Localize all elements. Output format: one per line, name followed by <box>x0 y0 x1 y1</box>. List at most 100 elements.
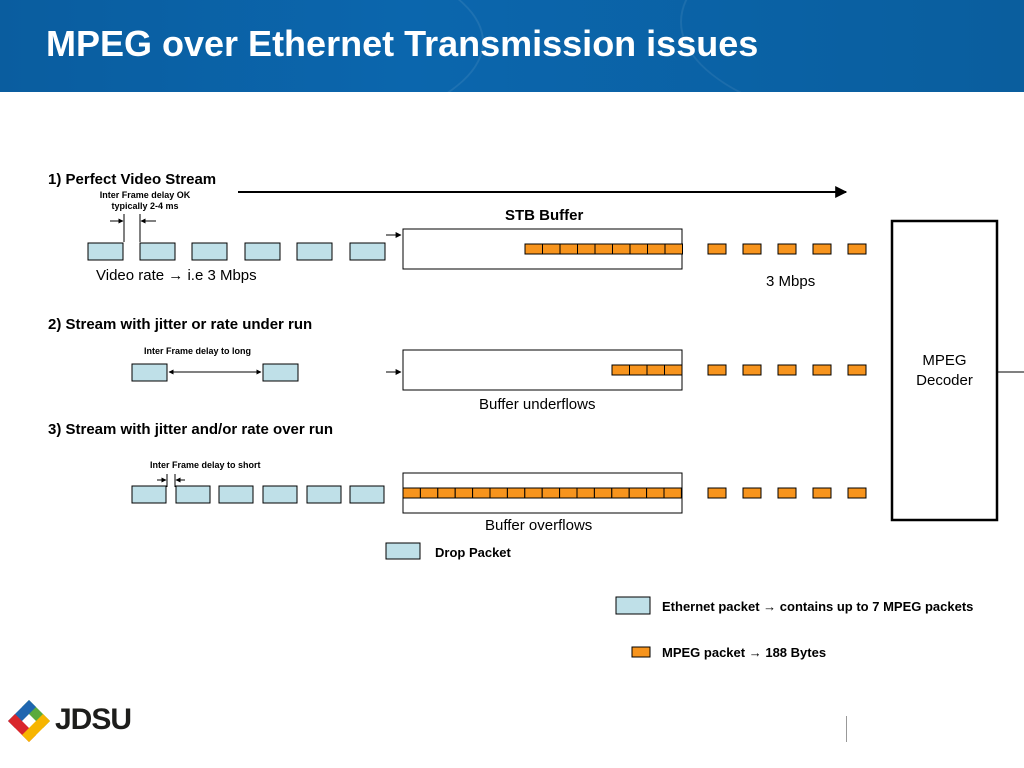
mpeg-packet <box>506 487 526 499</box>
ethernet-packets-row-1 <box>87 242 386 261</box>
mpeg-packet <box>594 243 613 255</box>
mpeg-packet <box>707 487 727 499</box>
mpeg-packet <box>611 364 630 376</box>
page-title: MPEG over Ethernet Transmission issues <box>46 23 759 64</box>
mpeg-packet <box>646 487 665 499</box>
mpeg-packet <box>524 487 543 499</box>
title-bar: MPEG over Ethernet Transmission issues <box>0 0 1024 92</box>
buffer-underflows-caption: Buffer underflows <box>479 396 596 413</box>
mpeg-packet <box>663 487 682 499</box>
ethernet-packet <box>131 485 167 504</box>
ethernet-legend-desc: contains up to 7 MPEG packets <box>779 599 974 614</box>
header-decoration <box>0 0 484 92</box>
buffer-mpeg-packets-3 <box>402 487 682 499</box>
mpeg-packet <box>742 364 762 376</box>
delay-note-short: Inter Frame delay to short <box>150 460 261 470</box>
buffer-mpeg-packets-2 <box>611 364 683 376</box>
mpeg-packet <box>847 364 867 376</box>
mpeg-packet <box>489 487 508 499</box>
mpeg-packet <box>664 243 683 255</box>
ethernet-packet <box>262 363 299 382</box>
ethernet-packet <box>262 485 298 504</box>
mpeg-packet <box>454 487 474 499</box>
section-3-heading: 3) Stream with jitter and/or rate over r… <box>48 421 334 438</box>
mpeg-packet <box>707 364 727 376</box>
arrow-right-icon: → <box>748 645 762 660</box>
mpeg-packet <box>777 364 797 376</box>
jdsu-logo-icon <box>8 700 50 742</box>
drop-packet-label: Drop Packet <box>435 545 511 560</box>
ethernet-packet <box>306 485 342 504</box>
ethernet-packet <box>296 242 333 261</box>
mpeg-packet-swatch <box>631 646 651 658</box>
mpeg-packet <box>419 487 439 499</box>
mpeg-packet <box>742 487 762 499</box>
output-mpeg-packets-3 <box>707 487 867 499</box>
decoder-line-2: Decoder <box>916 372 973 389</box>
mpeg-packet <box>576 487 595 499</box>
mpeg-packet <box>593 487 613 499</box>
section-1-heading: 1) Perfect Video Stream <box>48 171 217 188</box>
mpeg-legend-desc: 188 Bytes <box>765 645 827 660</box>
mpeg-packet <box>577 243 596 255</box>
mpeg-decoder-box <box>890 219 999 522</box>
decoder-line-1: MPEG <box>922 352 967 369</box>
mpeg-packet <box>812 364 832 376</box>
jdsu-logo-text: JDSU <box>55 703 132 736</box>
delay-marker-ok <box>110 214 156 242</box>
mpeg-packet <box>647 243 666 255</box>
ethernet-packet <box>139 242 176 261</box>
ethernet-packet <box>191 242 228 261</box>
mpeg-packet <box>777 243 797 255</box>
mpeg-packet <box>542 243 561 255</box>
mpeg-packet <box>646 364 665 376</box>
mpeg-packet <box>629 243 648 255</box>
video-rate-label: Video rate → i.e 3 Mbps <box>96 267 257 284</box>
mpeg-packet <box>664 364 683 376</box>
ethernet-packets-row-3 <box>131 485 385 504</box>
mpeg-packet <box>707 243 727 255</box>
mpeg-packet <box>812 487 832 499</box>
ethernet-packet <box>175 485 211 504</box>
output-rate-label: 3 Mbps <box>766 273 816 290</box>
ethernet-packet-swatch <box>615 596 651 615</box>
ethernet-legend-text: Ethernet packet <box>662 599 760 614</box>
buffer-mpeg-packets-1 <box>524 243 683 255</box>
drop-packet-swatch <box>385 542 421 560</box>
mpeg-packet <box>559 243 578 255</box>
mpeg-packet <box>559 487 578 499</box>
delay-note-long: Inter Frame delay to long <box>144 346 252 356</box>
mpeg-packet <box>402 487 421 499</box>
ethernet-packet <box>131 363 168 382</box>
ethernet-packet <box>218 485 254 504</box>
mpeg-packet <box>742 243 762 255</box>
mpeg-packet <box>847 243 867 255</box>
delay-note-line-2: typically 2-4 ms <box>111 201 179 211</box>
mpeg-packet <box>812 243 832 255</box>
mpeg-packet <box>541 487 561 499</box>
stb-buffer-title: STB Buffer <box>505 207 584 224</box>
ethernet-packet <box>244 242 281 261</box>
mpeg-legend-text: MPEG packet <box>662 645 746 660</box>
mpeg-packet <box>612 243 631 255</box>
delay-note-ok: Inter Frame delay OK typically 2-4 ms <box>92 190 198 212</box>
arrow-right-icon: → <box>763 599 777 614</box>
mpeg-packet <box>628 487 648 499</box>
buffer-overflows-caption: Buffer overflows <box>485 517 593 534</box>
footer-divider <box>846 716 847 742</box>
video-rate-value: i.e 3 Mbps <box>187 267 257 284</box>
delay-note-line-1: Inter Frame delay OK <box>99 190 191 200</box>
output-mpeg-packets-2 <box>707 364 867 376</box>
mpeg-packet <box>847 487 867 499</box>
ethernet-packet <box>349 485 385 504</box>
mpeg-packet <box>629 364 648 376</box>
arrow-right-icon: → <box>168 267 184 284</box>
mpeg-packet <box>437 487 456 499</box>
mpeg-decoder-label: MPEG Decoder <box>892 351 997 391</box>
ethernet-packet <box>349 242 386 261</box>
ethernet-legend-label: Ethernet packet → contains up to 7 MPEG … <box>662 599 973 614</box>
mpeg-packet <box>524 243 543 255</box>
mpeg-packet <box>777 487 797 499</box>
mpeg-legend-label: MPEG packet → 188 Bytes <box>662 645 826 660</box>
